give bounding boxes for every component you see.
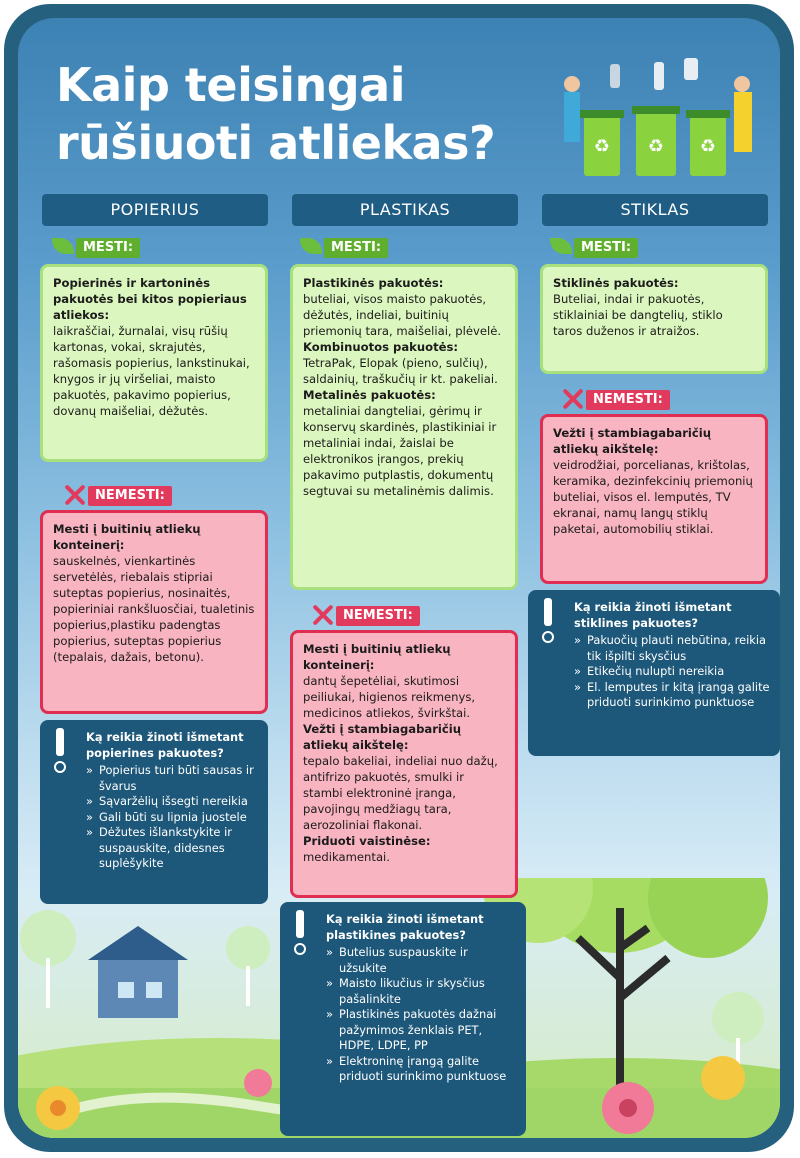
flower-icon (36, 1056, 745, 1134)
box-text: dantų šepetėliai, skutimosi peiliukai, h… (303, 674, 476, 720)
box-heading: Vežti į stambiagabaričių atliekų aikštel… (553, 426, 711, 456)
box-text: buteliai, visos maisto pakuotės, dėžutės… (303, 292, 502, 338)
plastikas-nemesti-box: Mesti į buitinių atliekų konteinerį: dan… (290, 630, 518, 898)
box-heading: Kombinuotos pakuotės: (303, 340, 459, 354)
exclamation-icon (54, 728, 66, 773)
box-text: TetraPak, Elopak (pieno, sulčių), saldai… (303, 356, 498, 386)
stiklas-nemesti-box: Vežti į stambiagabaričių atliekų aikštel… (540, 414, 768, 584)
list-item: Gali būti su lipnia juostele (86, 810, 258, 826)
info-question: Ką reikia žinoti išmetant plastikines pa… (326, 912, 484, 942)
title-line-1: Kaip teisingai (56, 58, 405, 112)
list-item: Popierius turi būti sausas ir švarus (86, 763, 258, 794)
popierius-info-box: Ką reikia žinoti išmetant popierines pak… (40, 720, 268, 904)
plastikas-info-box: Ką reikia žinoti išmetant plastikines pa… (280, 902, 526, 1136)
box-text: tepalo bakeliai, indeliai nuo dažų, anti… (303, 754, 498, 832)
recycle-icon: ♻ (594, 136, 610, 157)
poster-background: Kaip teisingai rūšiuoti atliekas? ♻ ♻ ♻ … (18, 18, 780, 1138)
poster-frame: Kaip teisingai rūšiuoti atliekas? ♻ ♻ ♻ … (4, 4, 794, 1152)
box-heading: Plastikinės pakuotės: (303, 276, 444, 290)
x-icon (562, 388, 584, 410)
exclamation-icon (294, 910, 306, 955)
box-heading: Mesti į buitinių atliekų konteinerį: (303, 642, 451, 672)
info-question: Ką reikia žinoti išmetant stiklines paku… (574, 600, 732, 630)
box-heading: Metalinės pakuotės: (303, 388, 436, 402)
box-heading: Mesti į buitinių atliekų konteinerį: (53, 522, 201, 552)
box-heading: Stiklinės pakuotės: (553, 276, 679, 290)
box-text: Buteliai, indai ir pakuotės, stiklainiai… (553, 292, 723, 338)
mesti-tag: MESTI: (574, 238, 639, 258)
list-item: Elektroninę įrangą galite priduoti surin… (326, 1054, 516, 1085)
popierius-mesti-box: Popierinės ir kartoninės pakuotės bei ki… (40, 264, 268, 462)
mesti-tag: MESTI: (324, 238, 389, 258)
list-item: Plastikinės pakuotės dažnai pažymimos že… (326, 1007, 516, 1054)
column-header-plastikas: PLASTIKAS (292, 194, 518, 226)
x-icon (64, 484, 86, 506)
page-title: Kaip teisingai rūšiuoti atliekas? (56, 56, 496, 172)
nemesti-tag: NEMESTI: (586, 390, 670, 410)
x-icon (312, 604, 334, 626)
list-item: Etikečių nulupti nereikia (574, 664, 770, 680)
list-item: Butelius suspauskite ir užsukite (326, 945, 516, 976)
box-text: medikamentai. (303, 850, 390, 864)
list-item: Dėžutes išlankstykite ir suspauskite, di… (86, 825, 258, 872)
info-list: Pakuočių plauti nebūtina, reikia tik išp… (574, 633, 770, 711)
list-item: Pakuočių plauti nebūtina, reikia tik išp… (574, 633, 770, 664)
box-text: veidrodžiai, porcelianas, krištolas, ker… (553, 458, 753, 536)
box-text: laikraščiai, žurnalai, visų rūšių karton… (53, 324, 250, 418)
title-line-2: rūšiuoti atliekas? (56, 116, 496, 170)
info-list: Butelius suspauskite ir užsukite Maisto … (326, 945, 516, 1085)
leaf-icon (550, 238, 572, 254)
list-item: Maisto likučius ir skysčius pašalinkite (326, 976, 516, 1007)
box-heading: Vežti į stambiagabaričių atliekų aikštel… (303, 722, 461, 752)
exclamation-icon (542, 598, 554, 643)
list-item: El. lemputes ir kitą įrangą galite pridu… (574, 680, 770, 711)
leaf-icon (300, 238, 322, 254)
plastikas-mesti-box: Plastikinės pakuotės: buteliai, visos ma… (290, 264, 518, 590)
recycling-people-illustration: ♻ ♻ ♻ (564, 58, 752, 176)
recycle-icon: ♻ (700, 136, 716, 157)
info-question: Ką reikia žinoti išmetant popierines pak… (86, 730, 244, 760)
box-text: metaliniai dangteliai, gėrimų ir konserv… (303, 404, 497, 498)
box-text: sauskelnės, vienkartinės servetėlės, rie… (53, 554, 255, 664)
nemesti-tag: NEMESTI: (88, 486, 172, 506)
box-heading: Priduoti vaistinėse: (303, 834, 431, 848)
list-item: Sąvaržėlių išsegti nereikia (86, 794, 258, 810)
leaf-icon (52, 238, 74, 254)
stiklas-info-box: Ką reikia žinoti išmetant stiklines paku… (528, 590, 780, 756)
house-icon (88, 926, 188, 1018)
stiklas-mesti-box: Stiklinės pakuotės: Buteliai, indai ir p… (540, 264, 768, 374)
column-header-popierius: POPIERIUS (42, 194, 268, 226)
box-heading: Popierinės ir kartoninės pakuotės bei ki… (53, 276, 247, 322)
recycle-icon: ♻ (648, 136, 664, 157)
mesti-tag: MESTI: (76, 238, 141, 258)
popierius-nemesti-box: Mesti į buitinių atliekų konteinerį: sau… (40, 510, 268, 714)
column-header-stiklas: STIKLAS (542, 194, 768, 226)
info-list: Popierius turi būti sausas ir švarus Sąv… (86, 763, 258, 872)
nemesti-tag: NEMESTI: (336, 606, 420, 626)
